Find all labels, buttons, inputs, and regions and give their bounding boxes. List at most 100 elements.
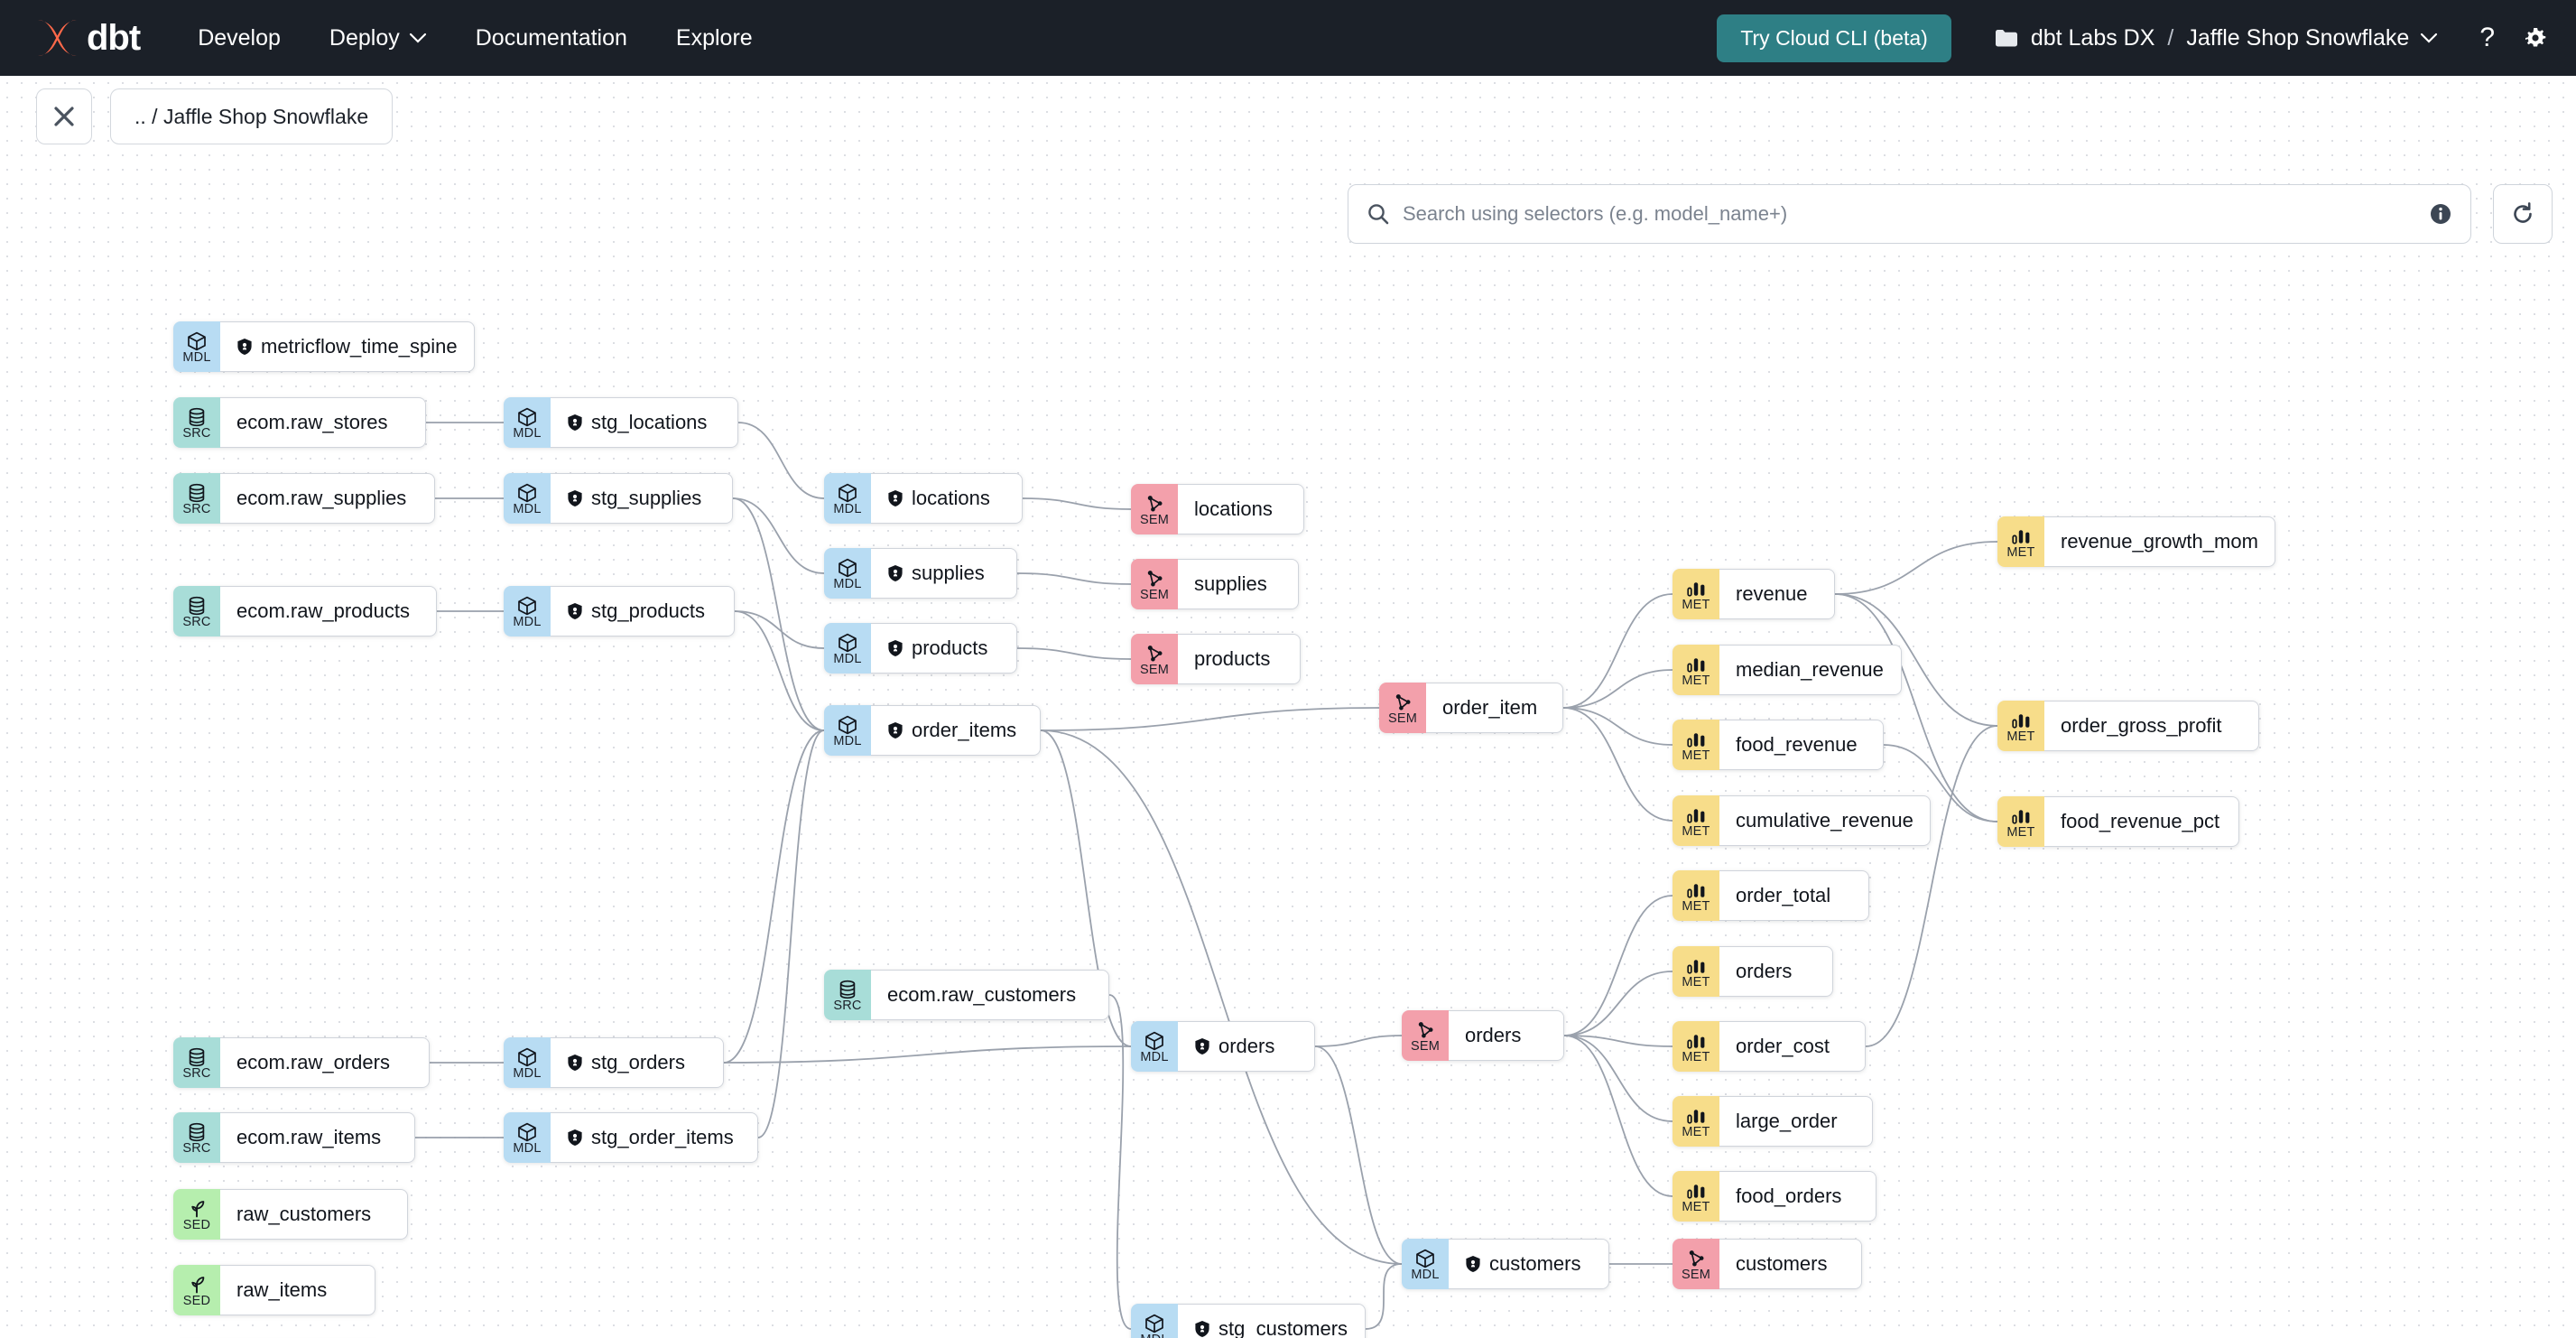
node-type-label: SRC [182, 502, 211, 516]
cube-icon [839, 633, 857, 653]
node-body: orders [1449, 1010, 1564, 1061]
refresh-button[interactable] [2493, 184, 2553, 244]
lineage-node-src_customers[interactable]: SRC ecom.raw_customers [824, 970, 1109, 1020]
lineage-edge [1865, 725, 1998, 1047]
node-type-badge-mdl: MDL [824, 705, 871, 756]
node-label: stg_order_items [591, 1126, 734, 1148]
breadcrumb-separator: / [2167, 24, 2174, 51]
lineage-edge [1563, 971, 1673, 1036]
node-body: revenue [1719, 569, 1835, 619]
nav-link-explore-label: Explore [675, 24, 753, 51]
node-type-glyph [1685, 655, 1707, 674]
node-body: order_cost [1719, 1021, 1866, 1072]
try-cloud-cli-button[interactable]: Try Cloud CLI (beta) [1717, 14, 1951, 62]
cube-icon [518, 1047, 536, 1067]
help-icon[interactable]: ? [2479, 23, 2495, 52]
node-type-badge-mdl: MDL [504, 1037, 551, 1088]
public-shield-icon [237, 339, 252, 355]
info-icon[interactable] [2429, 202, 2452, 226]
nav-link-develop[interactable]: Develop [198, 25, 281, 51]
node-label: orders [1736, 960, 1793, 982]
nav-link-deploy[interactable]: Deploy [329, 25, 427, 51]
nav-link-explore[interactable]: Explore [676, 25, 753, 51]
node-type-glyph [186, 331, 208, 351]
node-body: ecom.raw_items [220, 1112, 415, 1163]
node-label: raw_customers [236, 1203, 372, 1225]
node-label: ecom.raw_customers [887, 983, 1077, 1006]
breadcrumb-chip[interactable]: .. / Jaffle Shop Snowflake [110, 88, 394, 144]
gear-icon[interactable] [2522, 24, 2549, 51]
folder-icon [1995, 30, 2017, 47]
node-type-label: MET [1682, 1200, 1710, 1214]
node-label: median_revenue [1736, 658, 1884, 681]
dbt-logo[interactable]: dbt [32, 14, 141, 61]
public-shield-icon [888, 640, 903, 656]
node-type-glyph [1685, 805, 1707, 825]
breadcrumb-project-selector[interactable]: Jaffle Shop Snowflake [2186, 25, 2438, 51]
node-body: customers [1719, 1239, 1862, 1289]
breadcrumb-account[interactable]: dbt Labs DX [2030, 24, 2155, 51]
bar-chart-icon [1687, 884, 1705, 898]
bar-chart-icon [1687, 1035, 1705, 1049]
lineage-edge [732, 497, 825, 574]
lineage-node-stg_order_items[interactable]: MDL stg_order_items [504, 1112, 758, 1163]
node-type-badge-mdl: MDL [504, 1112, 551, 1163]
node-type-label: MDL [513, 502, 542, 516]
node-label: ecom.raw_orders [236, 1051, 390, 1073]
node-type-badge-met: MET [1673, 870, 1719, 921]
graph-node-icon [1395, 694, 1411, 711]
lineage-edge [1314, 1035, 1403, 1047]
node-type-glyph [516, 1122, 538, 1142]
node-type-badge-src: SRC [824, 970, 871, 1020]
node-type-glyph [837, 715, 858, 735]
graph-node-icon [1147, 646, 1163, 662]
search-bar[interactable] [1348, 184, 2471, 244]
lineage-edge [1365, 1263, 1403, 1330]
node-label: customers [1736, 1252, 1828, 1275]
close-button[interactable] [36, 88, 92, 144]
search-input[interactable] [1403, 202, 2429, 226]
public-shield-icon [1195, 1038, 1209, 1055]
nav-link-documentation[interactable]: Documentation [476, 25, 627, 51]
node-label: orders [1465, 1024, 1522, 1046]
node-label: cumulative_revenue [1736, 809, 1913, 832]
